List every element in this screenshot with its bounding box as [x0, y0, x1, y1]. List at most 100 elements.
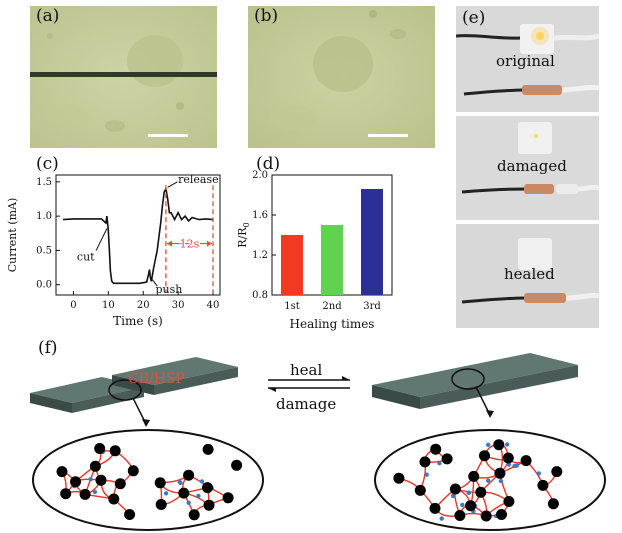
crosslink-site — [186, 500, 191, 505]
sheet-left-front — [30, 393, 72, 413]
carbon-black-particle — [178, 487, 190, 499]
panel-d-label: (d) — [256, 155, 280, 174]
carbon-black-particle — [496, 509, 507, 520]
chart-c-ytick-label: 0.5 — [36, 245, 52, 256]
chart-c-annotation-cut: cut — [77, 251, 95, 264]
heal-label: heal — [290, 361, 322, 379]
carbon-black-particle — [79, 488, 91, 500]
zoom-circle-right — [451, 368, 485, 390]
carbon-black-particle — [393, 472, 405, 484]
polymer-network-healed — [393, 439, 563, 522]
chart-c-ytick-label: 0.0 — [36, 280, 52, 291]
carbon-black-particle — [468, 470, 480, 482]
chart-c-xtick-label: 0 — [70, 300, 76, 311]
carbon-black-particle — [95, 474, 107, 486]
carbon-black-particle — [503, 496, 515, 507]
photo-panel-e — [455, 6, 600, 328]
carbon-black-particle — [127, 465, 139, 477]
carbon-black-particle — [441, 453, 453, 465]
carbon-black-particle — [203, 499, 215, 511]
carbon-black-particle — [547, 498, 559, 510]
carbon-black-particle — [475, 486, 487, 498]
chart-c-annotation-push-arrow — [150, 277, 158, 287]
carbon-black-particle — [222, 492, 234, 504]
micrograph-b — [248, 6, 435, 148]
chart-c-annotation-cut-arrow — [95, 228, 108, 251]
sheet-left-side — [72, 387, 144, 413]
carbon-black-particle — [494, 467, 506, 479]
damage-label: damage — [276, 395, 336, 413]
chart-d-xtick-label: 3rd — [363, 301, 381, 312]
crosslink-site — [505, 442, 510, 447]
crosslink-site — [196, 493, 201, 499]
photo-panel-e-image — [455, 6, 600, 328]
chart-c-ylabel: Current (mA) — [6, 198, 19, 273]
crosslink-site — [450, 493, 456, 499]
crosslink-site — [460, 502, 465, 508]
chart-c-interval-label: 12s — [180, 238, 200, 251]
chart-c-annotation-push: push — [155, 283, 182, 296]
crosslink-site — [486, 442, 491, 447]
panel-f-label: (f) — [38, 338, 58, 358]
chart-c-xtick-label: 30 — [172, 300, 185, 311]
chart-d-ytick-label: 1.6 — [252, 210, 268, 221]
chart-c-xtick-label: 40 — [207, 300, 220, 311]
panel-e-label: (e) — [462, 8, 486, 28]
chart-d-bar-3rd — [361, 189, 383, 295]
crosslink-site — [437, 461, 442, 466]
carbon-black-particle — [465, 500, 477, 512]
sheet-right-side — [154, 367, 238, 395]
chart-c-frame — [55, 174, 221, 296]
material-label: CB/HSP — [128, 371, 185, 387]
panel-c-label: (c) — [36, 155, 59, 174]
state-damaged-label: damaged — [497, 157, 567, 175]
carbon-black-particle — [60, 488, 72, 500]
crosslink-site — [177, 479, 182, 485]
carbon-black-particle — [188, 509, 200, 521]
chart-d-xtick-label: 1st — [284, 301, 300, 312]
zoom-circle-left — [108, 379, 142, 401]
healed-sheet-side — [420, 365, 578, 409]
carbon-black-particle — [89, 460, 101, 472]
carbon-black-particle — [183, 469, 195, 481]
carbon-black-particle — [109, 445, 121, 457]
chart-d-bar-2nd — [321, 225, 343, 295]
chart-c-ytick-label: 1.5 — [36, 177, 52, 188]
carbon-black-particle — [479, 450, 490, 462]
carbon-black-particle — [56, 466, 68, 478]
chart-d-ylabel: R/R0 — [236, 222, 251, 247]
carbon-black-particle — [493, 439, 505, 451]
panel-a-label: (a) — [36, 6, 60, 26]
chart-d-bar-1st — [281, 235, 303, 295]
crosslink-site — [498, 478, 504, 484]
crosslink-site — [536, 471, 541, 476]
carbon-black-particle — [454, 510, 466, 521]
carbon-black-particle — [449, 483, 461, 495]
carbon-black-particle — [520, 455, 532, 467]
crosslink-site — [163, 491, 169, 496]
crosslink-site — [466, 490, 471, 495]
chart-c-annotation-release-arrow — [167, 181, 178, 188]
healing-schematic: CB/HSP heal damage — [30, 353, 606, 531]
carbon-black-particle — [155, 499, 167, 510]
micrograph-a — [30, 6, 217, 148]
chart-c-xtick-label: 20 — [137, 300, 150, 311]
micrograph-b-image — [248, 6, 435, 148]
carbon-black-particle — [430, 443, 442, 455]
carbon-black-particle — [480, 510, 492, 522]
chart-c-xlabel: Time (s) — [113, 314, 163, 328]
panel-b-label: (b) — [254, 6, 279, 26]
micrograph-a-image — [30, 6, 217, 148]
chart-c-xtick-label: 10 — [102, 300, 115, 311]
chart-c-interval-arrowhead — [166, 240, 172, 247]
carbon-black-particle — [108, 493, 120, 505]
crosslink-site — [514, 463, 519, 468]
carbon-black-particle — [70, 476, 81, 488]
network-zoom-damaged — [32, 429, 264, 531]
carbon-black-particle — [419, 456, 431, 468]
chart-d-xtick-label: 2nd — [322, 301, 342, 312]
carbon-black-particle — [537, 479, 549, 491]
carbon-black-particle — [202, 482, 213, 494]
